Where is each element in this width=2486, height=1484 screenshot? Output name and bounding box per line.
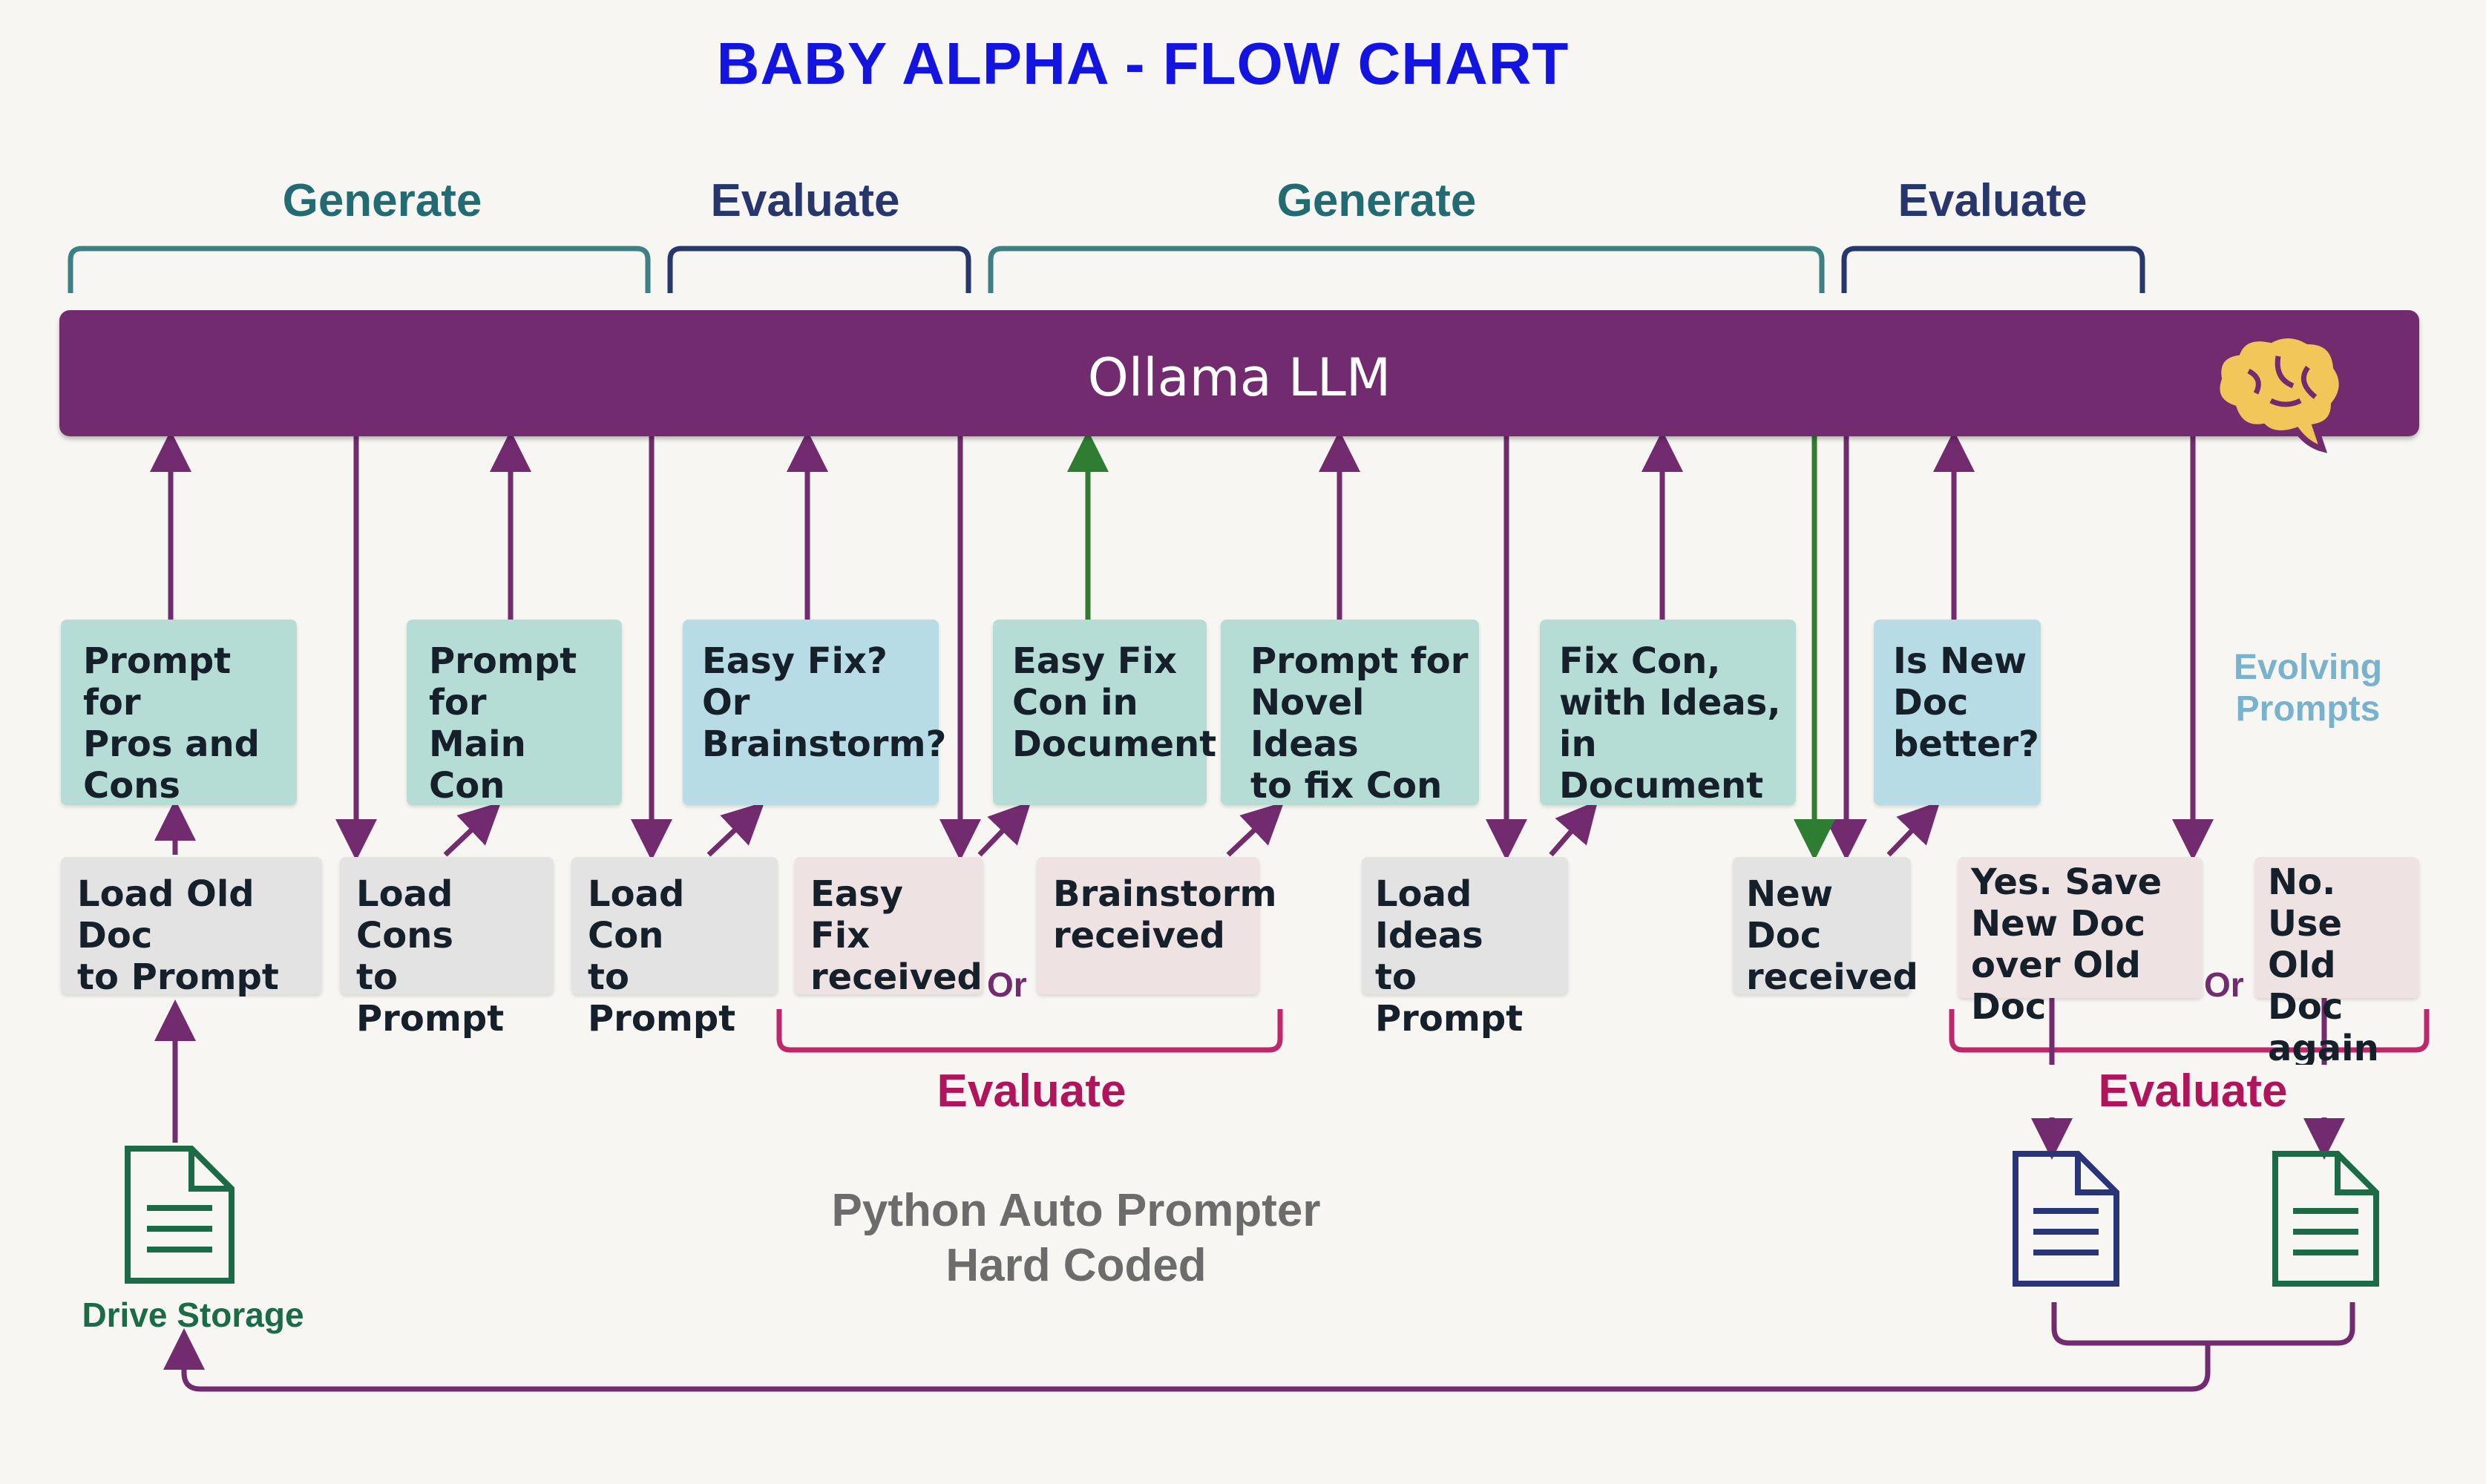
drive-storage-label: Drive Storage xyxy=(82,1296,304,1334)
group-label-evaluate-1: Evaluate xyxy=(710,175,900,226)
arrow-small-4 xyxy=(977,801,1032,857)
python-label-line-1: Python Auto Prompter xyxy=(831,1185,1321,1236)
bracket-evaluate-3 xyxy=(776,1009,1283,1053)
or-label-2: Or xyxy=(2204,965,2244,1004)
box-yes-save-new-doc: Yes. Save New Doc over Old Doc xyxy=(1958,857,2203,1028)
box-easy-fix-received: Easy Fix received xyxy=(794,857,983,998)
or-label-1: Or xyxy=(987,965,1027,1004)
box-no-use-old-doc: No. Use Old Doc again xyxy=(2254,857,2419,1069)
group-label-generate-1: Generate xyxy=(282,175,482,226)
doc-icon-old xyxy=(2272,1151,2379,1287)
box-fix-con-with-ideas: Fix Con, with Ideas, in Document xyxy=(1540,620,1796,807)
group-label-evaluate-4: Evaluate xyxy=(2048,1065,2338,1117)
box-new-doc-received: New Doc received xyxy=(1733,857,1918,998)
evolving-prompts-label: Evolving Prompts xyxy=(2233,648,2383,729)
arrow-small-3 xyxy=(706,801,765,857)
brain-icon xyxy=(2214,332,2345,453)
box-prompt-pros-cons: Prompt for Pros and Cons xyxy=(61,620,297,807)
arrow-small-2 xyxy=(443,801,502,857)
group-label-generate-2: Generate xyxy=(1276,175,1477,226)
arrow-small-6 xyxy=(1549,800,1598,857)
ollama-llm-bar: Ollama LLM xyxy=(59,310,2419,436)
bracket-generate-2 xyxy=(988,246,1825,293)
python-auto-prompter-label: Python Auto Prompter Hard Coded xyxy=(772,1183,1380,1293)
bracket-evaluate-4 xyxy=(1949,1009,2430,1053)
page-title: BABY ALPHA - FLOW CHART xyxy=(716,30,1570,96)
python-label-line-2: Hard Coded xyxy=(945,1240,1207,1291)
arrow-small-7 xyxy=(1886,801,1941,857)
box-prompt-novel-ideas: Prompt for Novel Ideas to fix Con xyxy=(1221,620,1479,807)
doc-icon-drive xyxy=(125,1146,235,1284)
box-prompt-main-con: Prompt for Main Con xyxy=(407,620,622,807)
bracket-evaluate-1 xyxy=(667,246,971,293)
box-load-con: Load Con to Prompt xyxy=(571,857,778,1040)
doc-icon-new xyxy=(2013,1151,2119,1287)
box-is-new-doc-better: Is New Doc better? xyxy=(1874,620,2041,805)
feedback-return xyxy=(163,1328,2211,1392)
box-load-ideas: Load Ideas to Prompt xyxy=(1362,857,1568,1040)
bracket-generate-1 xyxy=(68,246,651,293)
feedback-loop xyxy=(2051,1302,2355,1346)
arrow-small-5 xyxy=(1226,801,1285,857)
box-load-cons: Load Cons to Prompt xyxy=(340,857,554,1040)
bracket-evaluate-2 xyxy=(1841,246,2145,293)
box-brainstorm-received: Brainstorm received xyxy=(1037,857,1276,994)
group-label-evaluate-2: Evaluate xyxy=(1898,175,2087,226)
box-easy-fix-con: Easy Fix Con in Document xyxy=(993,620,1216,805)
box-easy-fix-or-brainstorm: Easy Fix? Or Brainstorm? xyxy=(683,620,946,805)
llm-label: Ollama LLM xyxy=(1087,347,1391,408)
box-load-old-doc: Load Old Doc to Prompt xyxy=(61,857,322,998)
group-label-evaluate-3: Evaluate xyxy=(937,1066,1126,1117)
